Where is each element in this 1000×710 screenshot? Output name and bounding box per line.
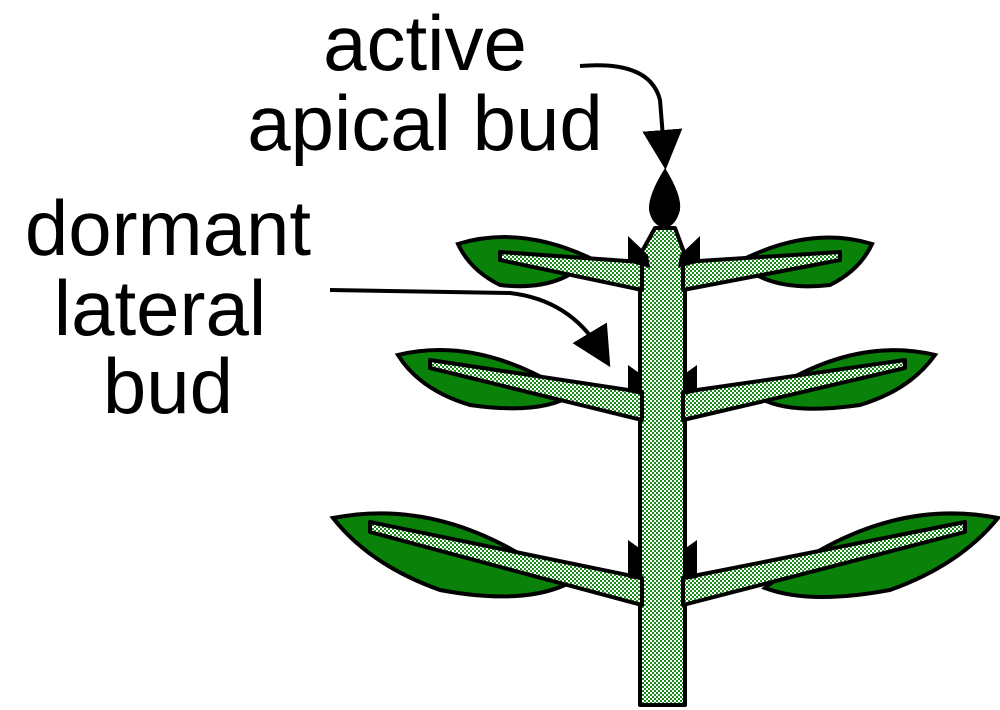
stem-and-branches — [368, 226, 967, 707]
buds — [628, 168, 700, 580]
lateral-bud — [683, 540, 697, 580]
label-active: active — [323, 0, 527, 87]
lateral-bud — [628, 365, 642, 395]
label-bud: bud — [103, 342, 233, 430]
branch-bottom-left — [368, 520, 644, 607]
branch-mid-right — [681, 358, 907, 422]
stem — [638, 226, 687, 707]
branch-mid-left — [428, 358, 644, 422]
arrows — [329, 63, 683, 368]
branch-top-left — [498, 250, 644, 292]
apical-bud — [648, 168, 681, 228]
label-lateral: lateral — [54, 264, 266, 352]
lateral-bud — [683, 365, 697, 395]
label-dormant: dormant — [25, 184, 311, 272]
lateral-bud — [628, 540, 642, 580]
lateral-bud — [678, 236, 700, 268]
lateral-arrow — [329, 288, 611, 368]
lateral-bud — [628, 236, 650, 268]
branch-top-right — [681, 250, 842, 292]
label-apical-bud: apical bud — [247, 79, 603, 167]
apical-arrow — [579, 63, 683, 170]
branch-bottom-right — [681, 520, 967, 607]
